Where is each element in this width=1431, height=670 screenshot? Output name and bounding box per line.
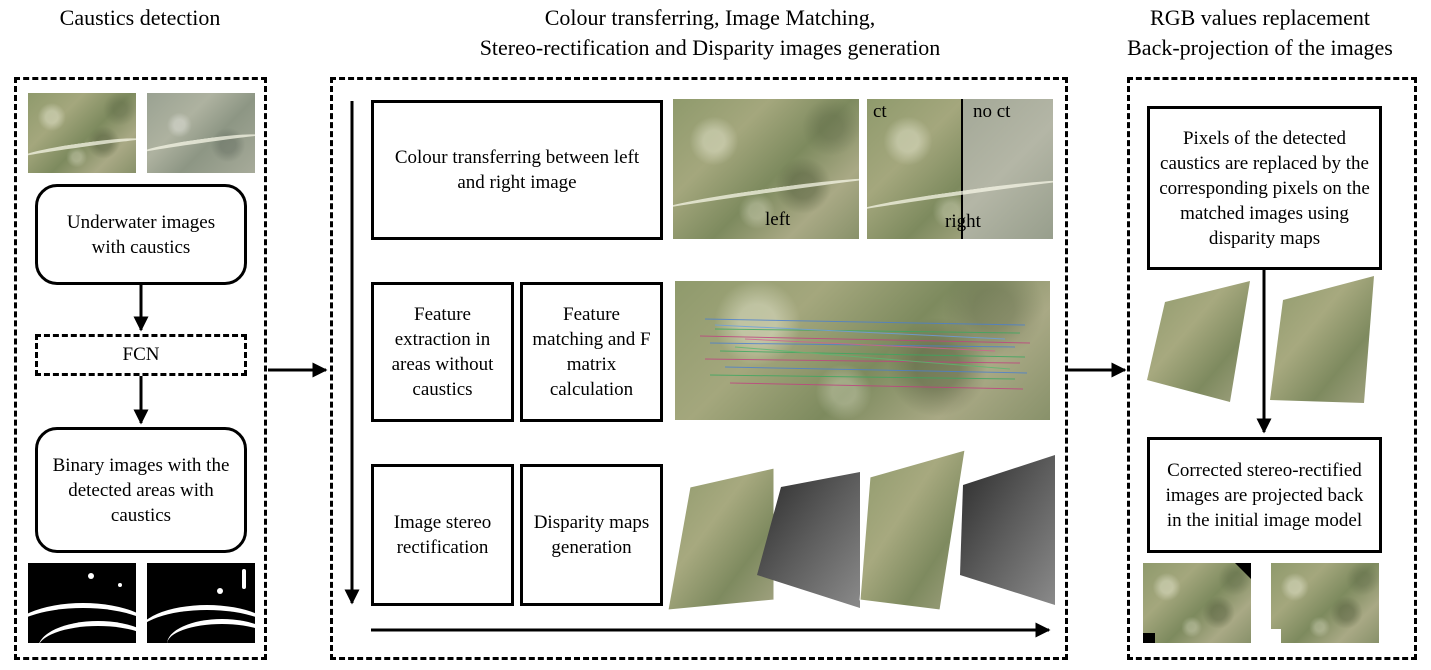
right-image-label: right	[945, 211, 981, 232]
feature-matching-label: Feature matching and F matrix calculatio…	[532, 304, 651, 400]
heading-right-line2: Back-projection of the images	[1127, 35, 1393, 60]
heading-caustics-detection: Caustics detection	[59, 5, 221, 30]
warped-image-right	[1270, 276, 1374, 403]
heading-middle-line2: Stereo-rectification and Disparity image…	[479, 35, 941, 60]
corrected-image-left	[1143, 563, 1251, 643]
colour-transferring-box: Colour transferring between left and rig…	[371, 100, 663, 240]
fcn-box: FCN	[35, 334, 247, 376]
feature-extraction-label: Feature extraction in areas without caus…	[391, 304, 494, 400]
colour-image-right: ct no ct right	[867, 99, 1053, 239]
no-ct-label: no ct	[973, 101, 1011, 122]
rectified-image-left	[667, 467, 775, 611]
rectified-image-right	[859, 449, 966, 611]
back-projection-label: Corrected stereo-rectified images are pr…	[1165, 459, 1364, 531]
binary-images-label: Binary images with the detected areas wi…	[52, 454, 230, 526]
replacement-panel	[1127, 77, 1417, 660]
back-projection-box: Corrected stereo-rectified images are pr…	[1147, 437, 1382, 553]
matching-panel	[330, 77, 1068, 660]
heading-right-line1: RGB values replacement	[1150, 5, 1370, 30]
fcn-label: FCN	[122, 344, 160, 365]
disparity-maps-label: Disparity maps generation	[533, 512, 650, 558]
binary-mask-right	[147, 563, 255, 643]
feature-matching-box: Feature matching and F matrix calculatio…	[520, 282, 663, 422]
left-image-label: left	[765, 209, 791, 230]
warped-image-left	[1147, 281, 1250, 402]
stereo-rectification-label: Image stereo rectification	[393, 512, 492, 558]
disparity-map-right	[960, 455, 1055, 605]
stereo-rectification-box: Image stereo rectification	[371, 464, 514, 606]
feature-matching-image	[675, 281, 1050, 420]
binary-images-box: Binary images with the detected areas wi…	[35, 427, 247, 553]
underwater-image-left	[28, 93, 136, 173]
feature-extraction-box: Feature extraction in areas without caus…	[371, 282, 514, 422]
underwater-images-label: Underwater images with caustics	[66, 211, 216, 258]
binary-mask-left	[28, 563, 136, 643]
corrected-image-right	[1271, 563, 1379, 643]
underwater-images-box: Underwater images with caustics	[35, 184, 247, 285]
disparity-map-left	[757, 472, 860, 608]
underwater-image-right	[147, 93, 255, 173]
ct-label: ct	[873, 101, 887, 122]
heading-middle-line1: Colour transferring, Image Matching,	[544, 5, 876, 30]
pixel-replacement-label: Pixels of the detected caustics are repl…	[1159, 127, 1370, 249]
pixel-replacement-box: Pixels of the detected caustics are repl…	[1147, 106, 1382, 270]
colour-transferring-label: Colour transferring between left and rig…	[394, 147, 640, 193]
colour-image-left: left	[673, 99, 859, 239]
caustics-detection-panel	[14, 77, 267, 660]
disparity-maps-box: Disparity maps generation	[520, 464, 663, 606]
match-lines	[699, 318, 1031, 390]
